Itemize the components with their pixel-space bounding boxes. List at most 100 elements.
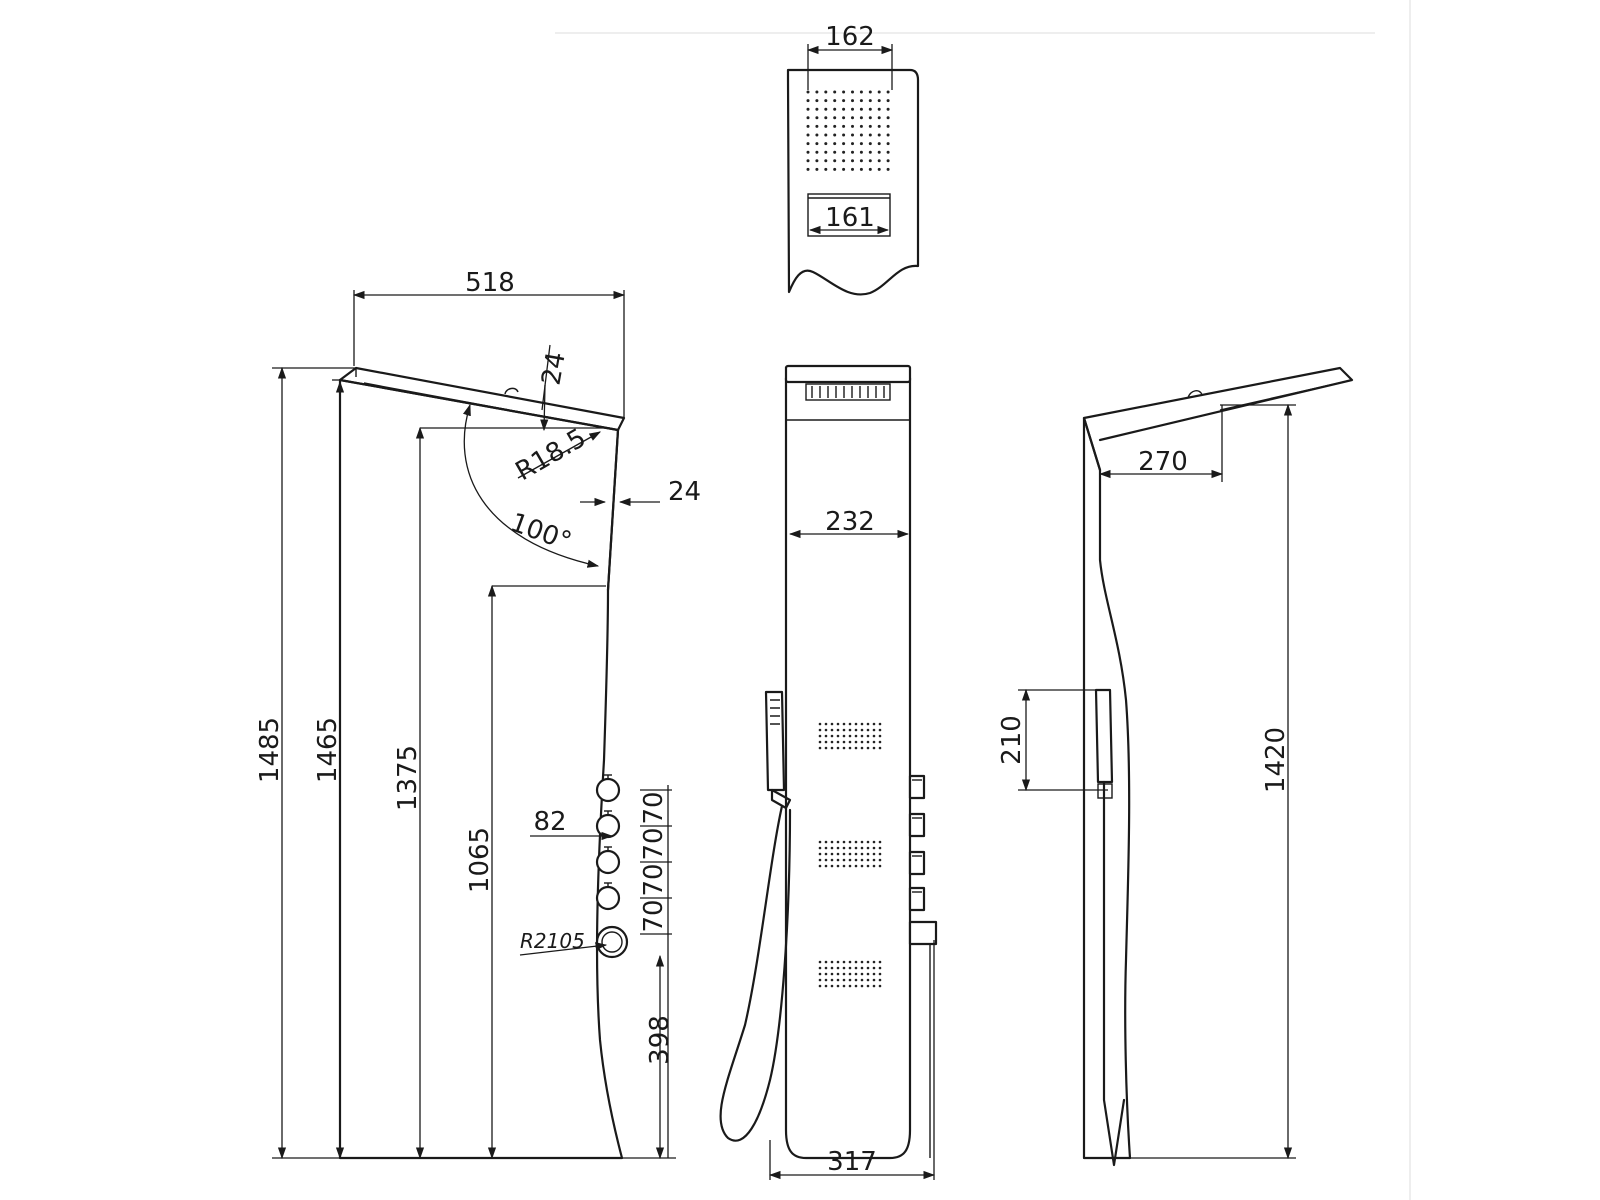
jet-dot — [836, 972, 840, 976]
jet-dot — [860, 852, 864, 856]
jet-dot — [836, 734, 840, 738]
jet-dot — [878, 966, 882, 970]
jet-dot — [872, 960, 876, 964]
nozzle-dot — [868, 99, 872, 103]
nozzle-dot — [859, 159, 863, 163]
jet-dot — [842, 846, 846, 850]
dim-knob-spacing: 70 — [639, 791, 669, 824]
nozzle-dot — [806, 124, 810, 128]
nozzle-dot — [868, 159, 872, 163]
jet-dot — [848, 978, 852, 982]
jet-dot — [878, 734, 882, 738]
jet-dot — [824, 978, 828, 982]
top-view: 162 161 — [786, 22, 920, 296]
jet-dot — [836, 852, 840, 856]
head-front-slots — [805, 383, 891, 401]
jet-dot — [878, 740, 882, 744]
jet-dot — [842, 746, 846, 750]
nozzle-dot — [859, 167, 863, 171]
jet-dot — [818, 972, 822, 976]
jet-dot — [854, 740, 858, 744]
jet-dot — [848, 722, 852, 726]
jet-dot — [830, 734, 834, 738]
jet-dot — [848, 966, 852, 970]
jet-dot — [836, 984, 840, 988]
nozzle-dot — [886, 99, 890, 103]
jet-dot — [830, 840, 834, 844]
jet-dot — [854, 978, 858, 982]
jet-dot — [860, 734, 864, 738]
nozzle-dot — [859, 90, 863, 94]
nozzle-dot — [842, 133, 846, 137]
jet-dot — [866, 722, 870, 726]
jet-dot — [830, 852, 834, 856]
nozzle-dot — [886, 133, 890, 137]
jet-dot — [842, 864, 846, 868]
jet-dot — [818, 858, 822, 862]
valve-knob — [595, 885, 621, 911]
jet-dot — [818, 746, 822, 750]
nozzle-dot — [833, 167, 837, 171]
nozzle-dot — [824, 124, 828, 128]
nozzle-dot — [824, 99, 828, 103]
jet-dot — [854, 864, 858, 868]
jet-dot — [848, 960, 852, 964]
front-knob — [908, 886, 926, 912]
dim-161: 161 — [825, 203, 875, 233]
nozzle-dot — [851, 99, 854, 103]
jet-dot — [842, 734, 846, 738]
jet-dot — [878, 852, 882, 856]
jet-dot — [866, 966, 870, 970]
jet-dot — [824, 858, 828, 862]
jet-dot — [878, 972, 882, 976]
nozzle-dot — [815, 99, 819, 103]
jet-dot — [866, 852, 870, 856]
dim-210: 210 — [997, 715, 1027, 765]
dim-angle-100: 100° — [506, 508, 575, 558]
jet-dot — [854, 734, 858, 738]
jet-dot — [848, 740, 852, 744]
dim-270: 270 — [1138, 447, 1188, 477]
jet-dot — [854, 852, 858, 856]
jet-dot — [824, 722, 828, 726]
front-knobs — [908, 774, 938, 1158]
dim-1065: 1065 — [465, 827, 495, 893]
nozzle-dot — [824, 142, 828, 146]
jet-dot — [836, 960, 840, 964]
jet-dot — [824, 740, 828, 744]
left-side-view: 518 24 R18.5 100° 24 1485 1465 1375 1065… — [255, 268, 701, 1160]
nozzle-dot — [868, 142, 872, 146]
jet-dot — [872, 722, 876, 726]
jet-dot — [860, 840, 864, 844]
nozzle-dot — [833, 90, 837, 94]
front-diverter — [908, 920, 938, 946]
nozzle-dot — [824, 107, 828, 111]
jet-dot — [872, 740, 876, 744]
jet-dot — [878, 846, 882, 850]
jet-dot — [818, 740, 822, 744]
jet-dot — [824, 846, 828, 850]
nozzle-dot — [842, 124, 846, 128]
nozzle-dot — [824, 150, 828, 154]
valve-knob — [595, 813, 621, 839]
jet-dot — [860, 978, 864, 982]
jet-dot — [836, 722, 840, 726]
jet-dot — [848, 984, 852, 988]
dim-panel-24: 24 — [668, 477, 701, 507]
nozzle-dot — [842, 142, 846, 146]
jet-dot — [854, 984, 858, 988]
nozzle-dot — [806, 107, 810, 111]
nozzle-dot — [886, 159, 890, 163]
nozzle-dot — [886, 90, 890, 94]
jet-dot — [836, 840, 840, 844]
jet-dot — [824, 728, 828, 732]
nozzle-dot — [851, 159, 854, 163]
jet-dot — [866, 972, 870, 976]
nozzle-dot — [833, 124, 837, 128]
jet-dot — [854, 960, 858, 964]
jet-dot — [854, 722, 858, 726]
jet-dot — [854, 746, 858, 750]
nozzle-dot — [859, 107, 863, 111]
jet-dot — [860, 846, 864, 850]
